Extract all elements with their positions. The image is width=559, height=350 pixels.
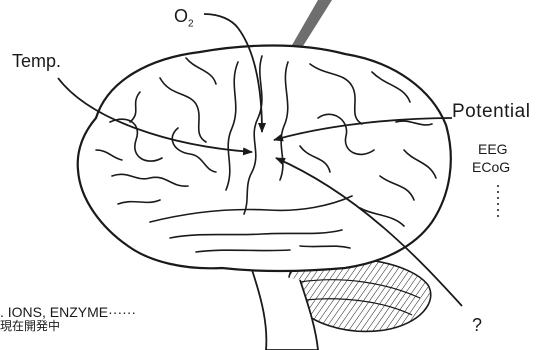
temp-label: Temp. (12, 52, 61, 70)
ions-enzyme-label: . IONS, ENZYME······ (0, 305, 136, 319)
question-label: ? (472, 316, 482, 334)
potential-label: Potential (452, 102, 530, 121)
eeg-label: EEG (478, 142, 508, 156)
ellipsis-dots (497, 185, 499, 217)
in-development-note: 現在開発中 (0, 320, 60, 332)
o2-label: O2 (174, 7, 194, 30)
ecog-label: ECoG (472, 160, 510, 174)
o2-subscript: 2 (188, 19, 194, 30)
o2-main: O (174, 6, 188, 26)
